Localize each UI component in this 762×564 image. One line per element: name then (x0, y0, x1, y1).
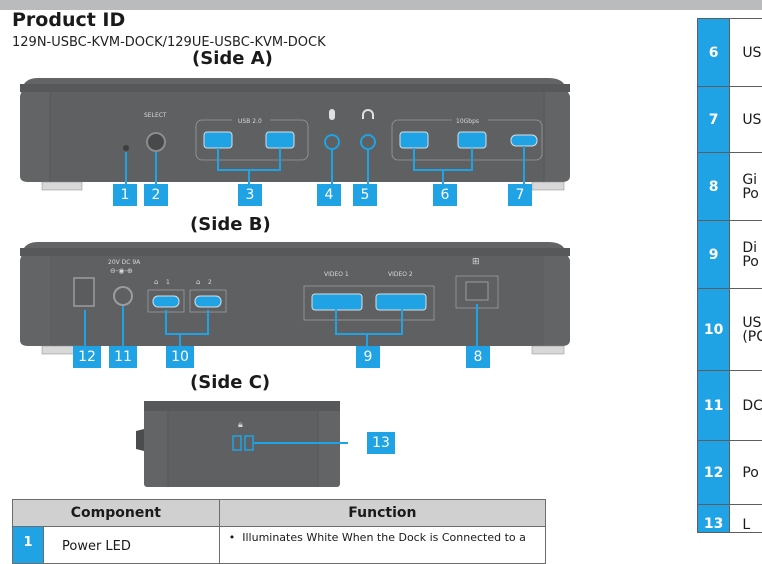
callout-3: 3 (238, 184, 262, 206)
mic-jack (325, 135, 339, 149)
callout-9: 9 (356, 346, 380, 368)
table-row: 10 US (PC (698, 289, 762, 371)
dc-polarity-icon: ⊖-◉-⊕ (110, 267, 133, 275)
svg-text:⌂: ⌂ (196, 278, 200, 286)
dc-in-jack (114, 287, 132, 305)
headphone-jack (361, 135, 375, 149)
table-row: 6 US (698, 19, 762, 87)
function-row-text: Di Po (730, 221, 762, 289)
table-row: 13 L (698, 505, 762, 533)
callout-2: 2 (144, 184, 168, 206)
table-row: 8 Gi Po (698, 153, 762, 221)
table-row: 11 DC (698, 371, 762, 441)
callout-4: 4 (317, 184, 341, 206)
table-row: 1 Power LED • Illuminates White When the… (13, 527, 546, 564)
usb3-port-1 (400, 132, 428, 148)
side-a-label: (Side A) (192, 48, 273, 69)
function-row-text: Gi Po (730, 153, 762, 221)
function-row-num: 10 (698, 289, 730, 371)
function-row-text: Po (730, 441, 762, 505)
function-row-text: US (730, 19, 762, 87)
network-icon: ⊞ (472, 257, 480, 267)
function-row-text: DC (730, 371, 762, 441)
pc1-usbc-port (153, 296, 179, 307)
callout-13: 13 (367, 432, 395, 454)
callout-11: 11 (109, 346, 137, 368)
dc-in-label: 20V DC 9A (108, 259, 141, 266)
callout-5: 5 (353, 184, 377, 206)
component-table-header: Component Function (13, 500, 546, 527)
callout-12: 12 (73, 346, 101, 368)
power-led (123, 145, 129, 151)
pc2-label: 2 (208, 279, 212, 286)
callout-10: 10 (166, 346, 194, 368)
function-row-num: 6 (698, 19, 730, 87)
table-row: 7 US (698, 87, 762, 153)
mic-icon (329, 109, 335, 120)
callout-6: 6 (433, 184, 457, 206)
row-function: • Illuminates White When the Dock is Con… (219, 527, 545, 564)
usb2-port-2 (266, 132, 294, 148)
function-row-num: 11 (698, 371, 730, 441)
svg-text:⌂: ⌂ (154, 278, 158, 286)
function-row-text: L (730, 505, 762, 533)
function-row-num: 9 (698, 221, 730, 289)
side-c-label: (Side C) (190, 372, 270, 393)
side-a-dock-illustration: SELECT USB 2.0 10Gbps (14, 76, 574, 194)
function-row-num: 7 (698, 87, 730, 153)
video1-label: VIDEO 1 (324, 271, 349, 278)
function-row-text: US (PC (730, 289, 762, 371)
side-b-label: (Side B) (190, 214, 271, 235)
usbc-port (511, 135, 537, 146)
callout-1: 1 (113, 184, 137, 206)
pc2-usbc-port (195, 296, 221, 307)
table-row: 9 Di Po (698, 221, 762, 289)
header-function: Function (219, 500, 545, 527)
usb2-port-1 (204, 132, 232, 148)
callout-7: 7 (508, 184, 532, 206)
tenG-label: 10Gbps (456, 118, 479, 125)
usb2-label: USB 2.0 (238, 118, 262, 125)
row-number: 1 (13, 527, 44, 564)
function-row-num: 12 (698, 441, 730, 505)
function-row-num: 13 (698, 505, 730, 533)
row-component: Power LED (44, 527, 220, 564)
usb3-port-2 (458, 132, 486, 148)
side-b-dock-illustration: 20V DC 9A ⊖-◉-⊕ ⌂ 1 ⌂ 2 VIDEO 1 VIDEO 2 … (14, 240, 574, 358)
select-button (147, 133, 165, 151)
row-function-text: Illuminates White When the Dock is Conne… (242, 531, 526, 544)
video1-port (312, 294, 362, 310)
function-table: 6 US 7 US 8 Gi Po 9 Di Po 10 US (PC 11 D… (697, 18, 762, 533)
component-table: Component Function 1 Power LED • Illumin… (12, 499, 546, 564)
side-c-dock-illustration: 🔒︎ (134, 399, 348, 489)
header-component: Component (13, 500, 220, 527)
ethernet-port (466, 282, 488, 300)
function-row-text: US (730, 87, 762, 153)
select-label: SELECT (144, 112, 167, 119)
callout-8: 8 (466, 346, 490, 368)
lock-icon: 🔒︎ (238, 420, 243, 430)
table-row: 12 Po (698, 441, 762, 505)
power-switch (74, 278, 94, 306)
pc1-label: 1 (166, 279, 170, 286)
page-title: Product ID (12, 9, 125, 31)
video2-label: VIDEO 2 (388, 271, 413, 278)
model-numbers: 129N-USBC-KVM-DOCK/129UE-USBC-KVM-DOCK (12, 35, 326, 50)
function-row-num: 8 (698, 153, 730, 221)
video2-port (376, 294, 426, 310)
